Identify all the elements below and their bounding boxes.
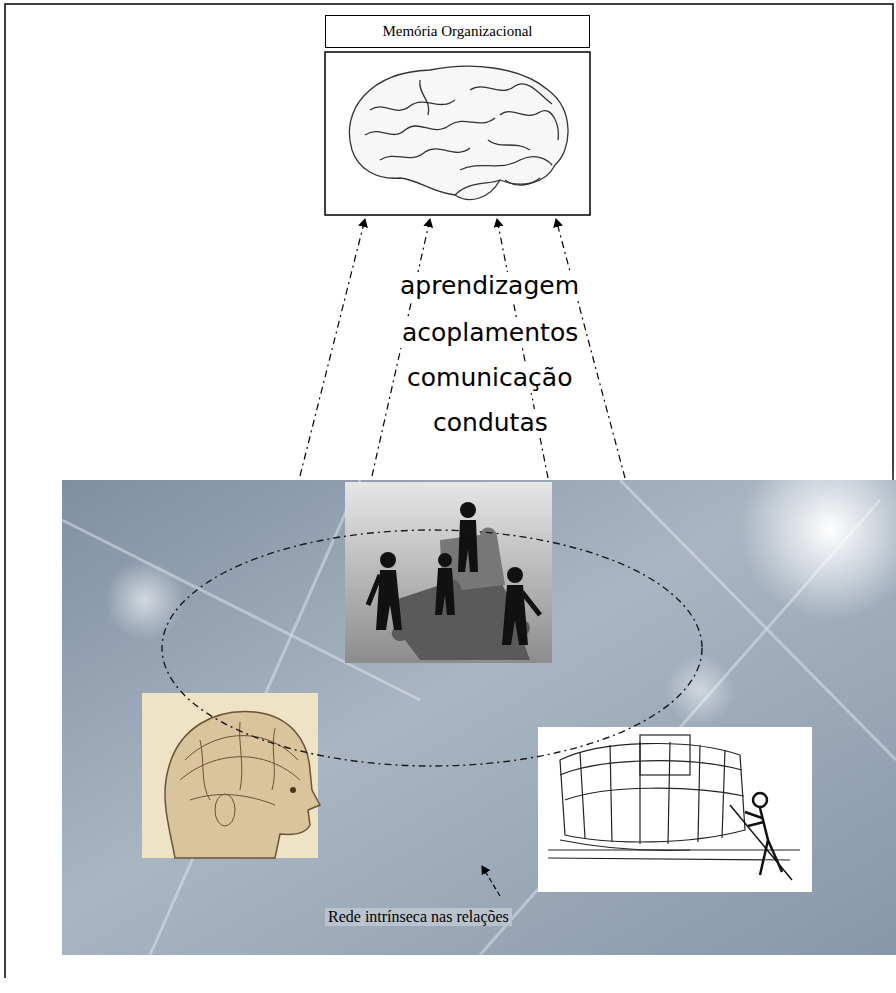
brain-drawing xyxy=(349,66,568,199)
phrenology-head-image xyxy=(142,693,320,858)
brain-box xyxy=(325,52,590,215)
title-box: Memória Organizacional xyxy=(325,15,590,48)
background-picture xyxy=(62,440,896,955)
concept-word: acoplamentos xyxy=(399,319,581,348)
network-ellipse xyxy=(162,530,702,766)
leader-arrows xyxy=(300,219,625,478)
worker-sketch-image xyxy=(538,727,812,892)
concept-word: condutas xyxy=(430,409,551,438)
teamwork-image xyxy=(345,482,552,663)
leader-arrow xyxy=(482,866,500,896)
concept-word: comunicação xyxy=(404,364,575,393)
concept-word: aprendizagem xyxy=(397,272,582,301)
note-label: Rede intrínseca nas relações xyxy=(325,908,512,926)
box-title: Memória Organizacional xyxy=(382,23,532,40)
